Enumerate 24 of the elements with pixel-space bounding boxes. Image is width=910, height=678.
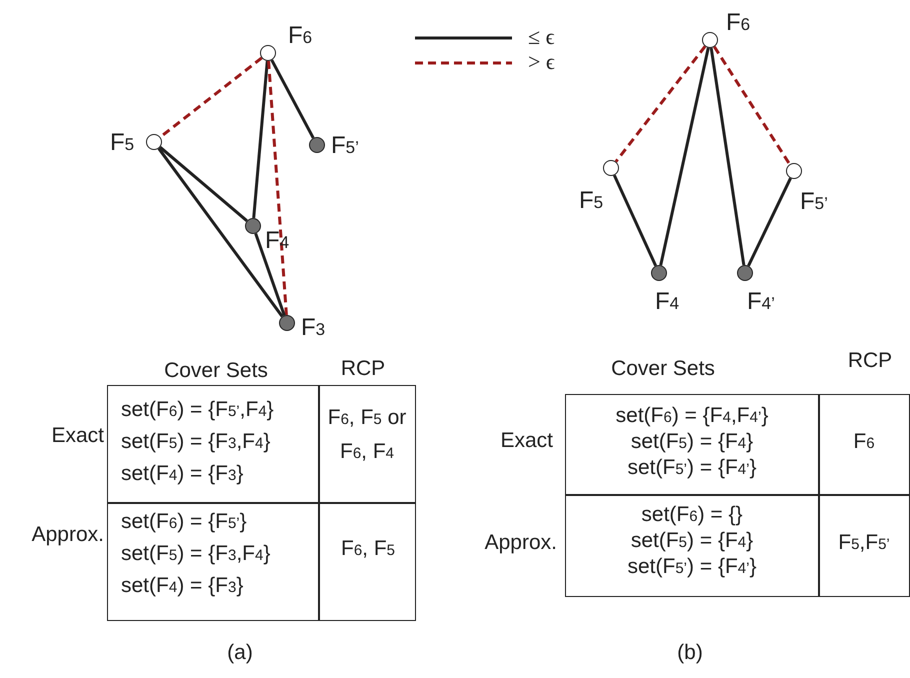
edge-line: [747, 178, 792, 266]
edge-line: [252, 60, 269, 218]
edge-line: [270, 59, 315, 139]
panel-caption: (a): [226, 640, 254, 666]
column-header: Cover Sets: [610, 356, 716, 382]
dashed-edge-line: [713, 46, 791, 166]
column-header: Cover Sets: [163, 358, 269, 384]
edge-line: [254, 233, 286, 316]
panel-caption: (b): [676, 640, 704, 666]
edge-line: [158, 148, 284, 318]
edge-line: [659, 48, 710, 266]
dashed-edge-line: [267, 60, 288, 316]
edge-line: [612, 174, 658, 266]
legend-label: ≤ ϵ: [528, 24, 554, 50]
edge-line: [710, 48, 746, 266]
row-header: Exact: [499, 428, 553, 454]
column-header: RCP: [340, 356, 386, 382]
edge-line: [159, 146, 248, 222]
row-header: Approx.: [30, 522, 104, 548]
column-header: RCP: [846, 348, 894, 374]
row-header: Exact: [50, 423, 104, 449]
dashed-edge-line: [614, 45, 706, 163]
legend-label: > ϵ: [528, 49, 555, 75]
row-header: Approx.: [484, 530, 557, 556]
